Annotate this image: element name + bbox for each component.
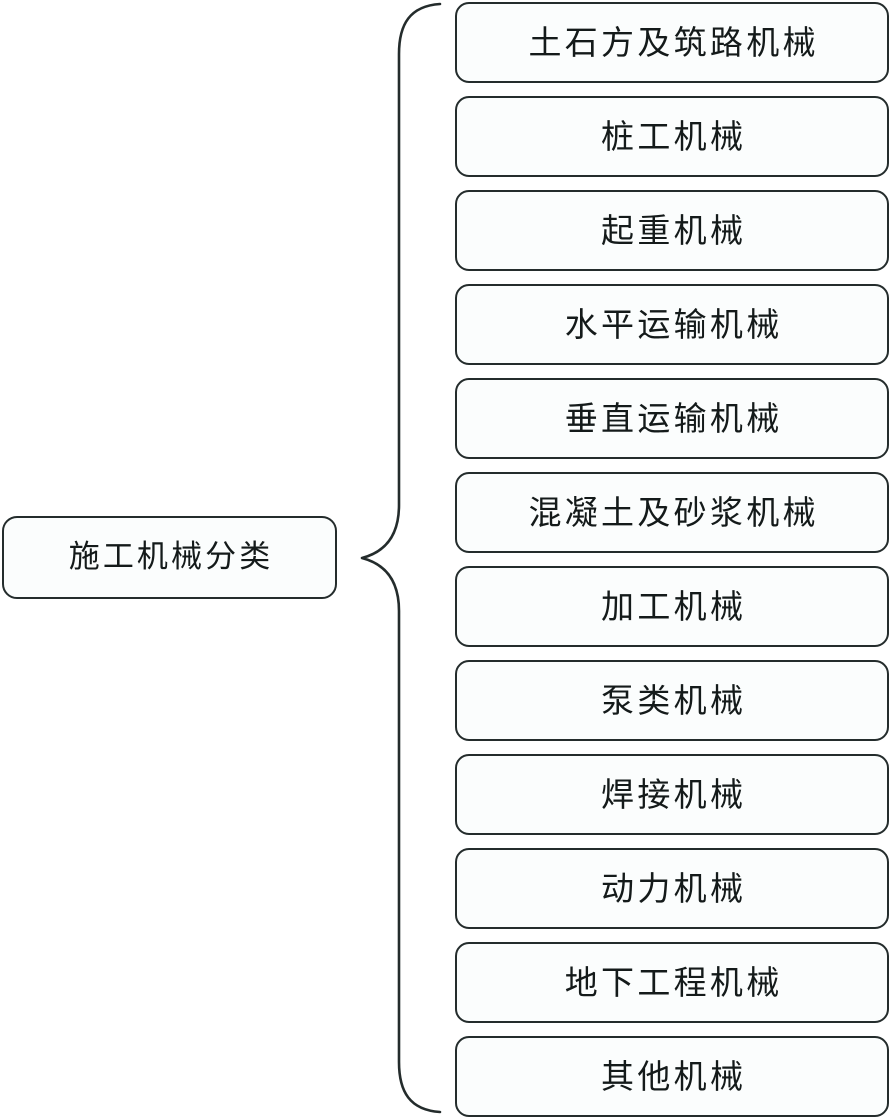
category-label-2: 桩工机械 bbox=[601, 117, 747, 156]
category-box-8[interactable]: 泵类机械 bbox=[455, 660, 889, 741]
category-box-10[interactable]: 动力机械 bbox=[455, 848, 889, 929]
category-box-6[interactable]: 混凝土及砂浆机械 bbox=[455, 472, 889, 553]
category-label-1: 土石方及筑路机械 bbox=[528, 23, 819, 62]
category-label-4: 水平运输机械 bbox=[564, 305, 783, 344]
category-label-11: 地下工程机械 bbox=[564, 963, 783, 1002]
category-box-1[interactable]: 土石方及筑路机械 bbox=[455, 2, 889, 83]
category-label-12: 其他机械 bbox=[601, 1057, 747, 1096]
category-label-3: 起重机械 bbox=[601, 211, 747, 250]
root-node[interactable]: 施工机械分类 bbox=[2, 516, 337, 599]
category-box-12[interactable]: 其他机械 bbox=[455, 1036, 889, 1117]
category-box-9[interactable]: 焊接机械 bbox=[455, 754, 889, 835]
category-label-5: 垂直运输机械 bbox=[564, 399, 783, 438]
category-box-7[interactable]: 加工机械 bbox=[455, 566, 889, 647]
category-box-11[interactable]: 地下工程机械 bbox=[455, 942, 889, 1023]
category-label-7: 加工机械 bbox=[601, 587, 747, 626]
category-box-2[interactable]: 桩工机械 bbox=[455, 96, 889, 177]
category-label-6: 混凝土及砂浆机械 bbox=[528, 493, 819, 532]
category-label-8: 泵类机械 bbox=[601, 681, 747, 720]
category-label-10: 动力机械 bbox=[601, 869, 747, 908]
category-box-3[interactable]: 起重机械 bbox=[455, 190, 889, 271]
category-box-5[interactable]: 垂直运输机械 bbox=[455, 378, 889, 459]
root-node-label: 施工机械分类 bbox=[68, 539, 274, 575]
category-box-4[interactable]: 水平运输机械 bbox=[455, 284, 889, 365]
category-label-9: 焊接机械 bbox=[601, 775, 747, 814]
